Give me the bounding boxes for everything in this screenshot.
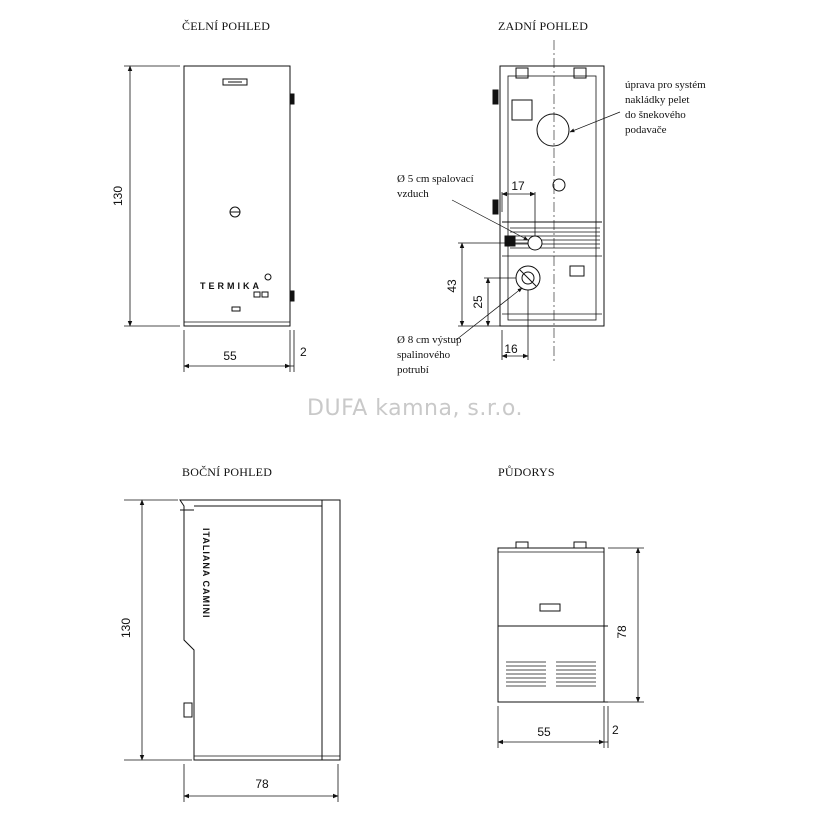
air-inlet <box>527 235 543 251</box>
plan-offset-label: 2 <box>612 723 619 737</box>
front-control-panel <box>222 78 248 86</box>
rear-dim-43: 43 <box>445 279 459 293</box>
rear-view-title: ZADNÍ POHLED <box>498 19 589 33</box>
plan-view-title: PŮDORYS <box>498 465 555 479</box>
side-depth-label: 78 <box>255 777 269 791</box>
flue-outlet-note: Ø 8 cm výstup spalinového potrubí <box>397 334 462 376</box>
plan-depth-label: 78 <box>615 625 629 639</box>
front-view: TERMIKA <box>124 65 295 372</box>
front-view-title: ČELNÍ POHLED <box>182 19 271 33</box>
pellet-feed-hole <box>536 113 570 147</box>
front-width-label: 55 <box>223 349 237 363</box>
front-body <box>183 65 291 327</box>
rear-dim-17: 17 <box>511 179 525 193</box>
combustion-air-note: Ø 5 cm spalovací vzduch <box>397 173 474 200</box>
front-height-label: 130 <box>111 186 125 206</box>
plan-width-label: 55 <box>537 725 551 739</box>
pellet-feed-note: úprava pro systém nakládky pelet do šnek… <box>625 79 706 136</box>
side-view-title: BOČNÍ POHLED <box>182 465 273 479</box>
rear-view <box>451 40 621 362</box>
rear-dim-25: 25 <box>471 295 485 309</box>
side-brand-logo: ITALIANA CAMINI <box>201 528 211 619</box>
rear-dim-16: 16 <box>504 342 518 356</box>
plan-view <box>497 541 644 748</box>
rear-grid-panel <box>511 99 533 121</box>
side-view: ITALIANA CAMINI <box>124 499 341 802</box>
front-brand-logo: TERMIKA <box>200 281 262 291</box>
side-height-label: 130 <box>119 618 133 638</box>
watermark: DUFA kamna, s.r.o. <box>307 396 523 421</box>
front-depth-label: 2 <box>300 345 307 359</box>
rear-body <box>499 65 605 327</box>
plan-body <box>497 547 605 703</box>
plan-handle <box>539 603 561 612</box>
side-body <box>179 499 341 761</box>
